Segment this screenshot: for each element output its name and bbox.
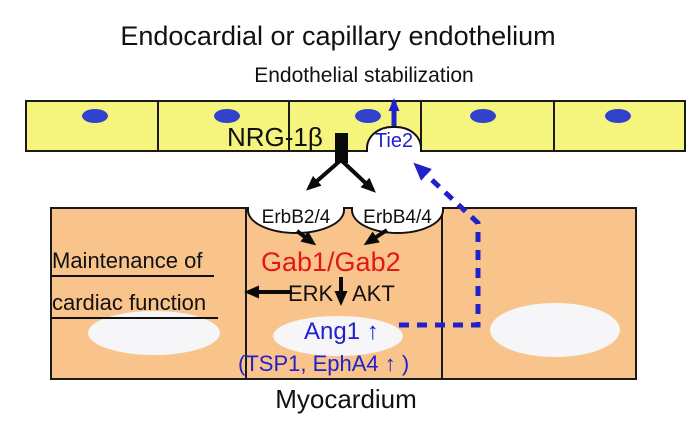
cell-nucleus-icon	[605, 109, 631, 123]
cell-divider	[288, 102, 290, 150]
endothelial-stabilization-label: Endothelial stabilization	[254, 64, 474, 87]
cell-nucleus-icon	[355, 109, 381, 123]
nrg-to-erbb2-arrow	[305, 158, 343, 191]
nrg1b-transmembrane-bar	[335, 133, 348, 163]
cell-divider	[420, 102, 422, 150]
ang1-upregulated-label: Ang1 ↑	[304, 318, 379, 345]
cell-nucleus-icon	[214, 109, 240, 123]
endothelium-band	[25, 100, 686, 152]
cell-nucleus-icon	[82, 109, 108, 123]
myocyte-divider	[441, 209, 443, 378]
tie2-receptor: Tie2	[366, 126, 422, 152]
erk-label: ERK	[288, 281, 334, 306]
nrg-to-erbb4-arrow	[339, 158, 376, 193]
myocyte-body-icon	[273, 316, 403, 356]
tsp1-epha4-label: (TSP1, EphA4 ↑ )	[238, 351, 410, 376]
myocyte-body-icon	[490, 303, 620, 357]
cell-nucleus-icon	[470, 109, 496, 123]
maintenance-label-line1: Maintenance of	[52, 248, 215, 277]
diagram-title: Endocardial or capillary endothelium	[120, 21, 556, 51]
maintenance-label-line2: cardiac function	[52, 290, 219, 319]
gab1-gab2-label: Gab1/Gab2	[261, 247, 401, 277]
myocardium-caption: Myocardium	[275, 384, 417, 414]
cell-divider	[157, 102, 159, 150]
cell-divider	[553, 102, 555, 150]
akt-label: AKT	[352, 281, 395, 306]
nrg1b-ligand-label: NRG-1β	[227, 122, 323, 152]
